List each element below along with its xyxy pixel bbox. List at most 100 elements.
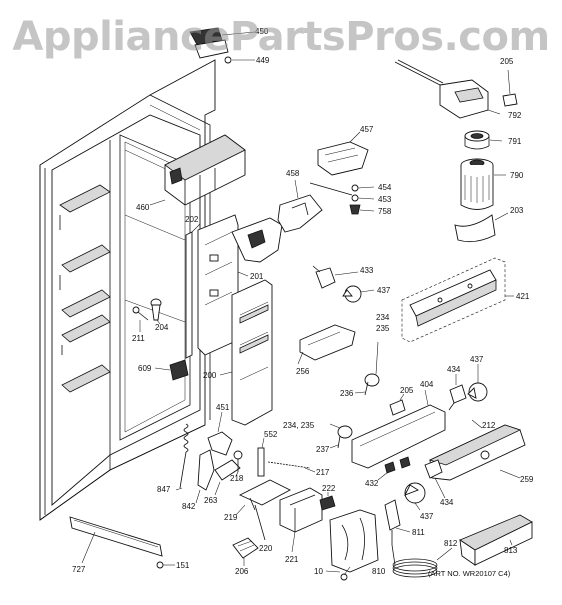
label-204: 204 — [155, 323, 169, 332]
label-220: 220 — [259, 544, 273, 553]
label-218: 218 — [230, 474, 244, 483]
label-552: 552 — [264, 430, 278, 439]
part-filter-790 — [460, 158, 506, 210]
label-449: 449 — [256, 56, 270, 65]
part-valve-811 — [384, 499, 411, 545]
label-437c: 437 — [420, 512, 434, 521]
label-263: 263 — [204, 496, 218, 505]
label-790: 790 — [510, 171, 524, 180]
part-leader-212 — [471, 419, 483, 429]
part-spring-217 — [267, 461, 316, 473]
label-203: 203 — [510, 206, 524, 215]
part-spring-847 — [175, 423, 189, 491]
part-control-457 — [317, 131, 369, 176]
part-light-cover-256 — [297, 324, 356, 365]
part-wire-237 — [329, 425, 353, 449]
part-group-421 — [401, 257, 514, 343]
part-socket-433 — [312, 265, 359, 289]
part-grommet-206 — [232, 537, 259, 566]
label-454: 454 — [378, 183, 392, 192]
label-222: 222 — [322, 484, 336, 493]
freezer-shelves — [59, 184, 111, 393]
part-filter-head-792 — [394, 59, 501, 119]
label-451: 451 — [216, 403, 230, 412]
label-202: 202 — [185, 215, 199, 224]
part-housing-221 — [279, 487, 323, 553]
part-cover-203 — [454, 212, 509, 243]
label-234a: 234 — [376, 313, 390, 322]
label-421: 421 — [516, 292, 530, 301]
label-234b: 234, 235 — [283, 421, 315, 430]
part-bracket-219 — [235, 479, 291, 516]
art-number: (ART NO. WR20107 C4) — [428, 569, 511, 578]
part-air-duct-460 — [149, 134, 246, 206]
part-trim-813 — [459, 514, 533, 566]
part-screw-218 — [233, 450, 243, 477]
label-256: 256 — [296, 367, 310, 376]
label-237: 237 — [316, 445, 330, 454]
label-813: 813 — [504, 546, 518, 555]
label-219: 219 — [224, 513, 238, 522]
label-609: 609 — [138, 364, 152, 373]
part-connector-432 — [377, 456, 411, 481]
label-450: 450 — [255, 27, 269, 36]
label-812: 812 — [444, 539, 458, 548]
part-lever-263 — [214, 459, 241, 496]
part-cap-205b — [389, 393, 406, 416]
label-792: 792 — [508, 111, 522, 120]
part-screw-211 — [132, 306, 149, 332]
label-810: 810 — [372, 567, 386, 576]
label-212: 212 — [482, 421, 496, 430]
part-thermistor-454 — [309, 182, 375, 215]
part-tube-810 — [325, 509, 379, 581]
label-432: 432 — [365, 479, 379, 488]
label-217: 217 — [316, 468, 330, 477]
part-bulb-437b — [467, 364, 488, 402]
callout-labels: 450 449 205 792 791 790 203 457 454 453 … — [72, 27, 534, 578]
label-211: 211 — [132, 334, 145, 343]
label-434a: 434 — [447, 365, 461, 374]
part-cap-205 — [502, 69, 518, 107]
part-socket-434a — [448, 374, 467, 411]
label-404: 404 — [420, 380, 434, 389]
label-457: 457 — [360, 125, 374, 134]
part-leader-234-235 — [329, 341, 379, 429]
label-221: 221 — [285, 555, 299, 564]
part-seal-791 — [464, 130, 503, 150]
label-437a: 437 — [377, 286, 391, 295]
part-screw-151 — [156, 561, 175, 569]
part-bulb-437c — [404, 482, 426, 511]
part-hinge-top — [189, 27, 256, 64]
label-458: 458 — [286, 169, 300, 178]
label-151: 151 — [176, 561, 190, 570]
part-actuator-842 — [195, 449, 215, 504]
label-434b: 434 — [440, 498, 454, 507]
part-pad-222 — [319, 492, 336, 511]
label-205b: 205 — [400, 386, 414, 395]
part-rail-202-201 — [185, 214, 249, 359]
label-10: 10 — [314, 567, 323, 576]
label-842: 842 — [182, 502, 196, 511]
part-bulb-437a — [342, 285, 375, 303]
label-205a: 205 — [500, 57, 514, 66]
part-wire-236 — [354, 373, 380, 396]
part-bracket-458 — [277, 179, 323, 233]
part-duct-cover-200 — [219, 279, 273, 426]
label-847: 847 — [157, 485, 171, 494]
part-coil-812 — [391, 544, 453, 578]
label-206: 206 — [235, 567, 249, 576]
label-811: 811 — [412, 528, 425, 537]
label-259: 259 — [520, 475, 534, 484]
part-switch-609 — [154, 359, 189, 381]
label-758: 758 — [378, 207, 392, 216]
label-235a: 235 — [376, 324, 390, 333]
label-791: 791 — [508, 137, 522, 146]
part-bumper-204 — [150, 298, 162, 325]
label-201: 201 — [250, 272, 264, 281]
part-fan-shroud — [231, 217, 283, 263]
part-post-552 — [257, 437, 265, 477]
part-socket-434b — [424, 459, 446, 499]
part-grille-727 — [69, 516, 163, 564]
label-200: 200 — [203, 371, 217, 380]
